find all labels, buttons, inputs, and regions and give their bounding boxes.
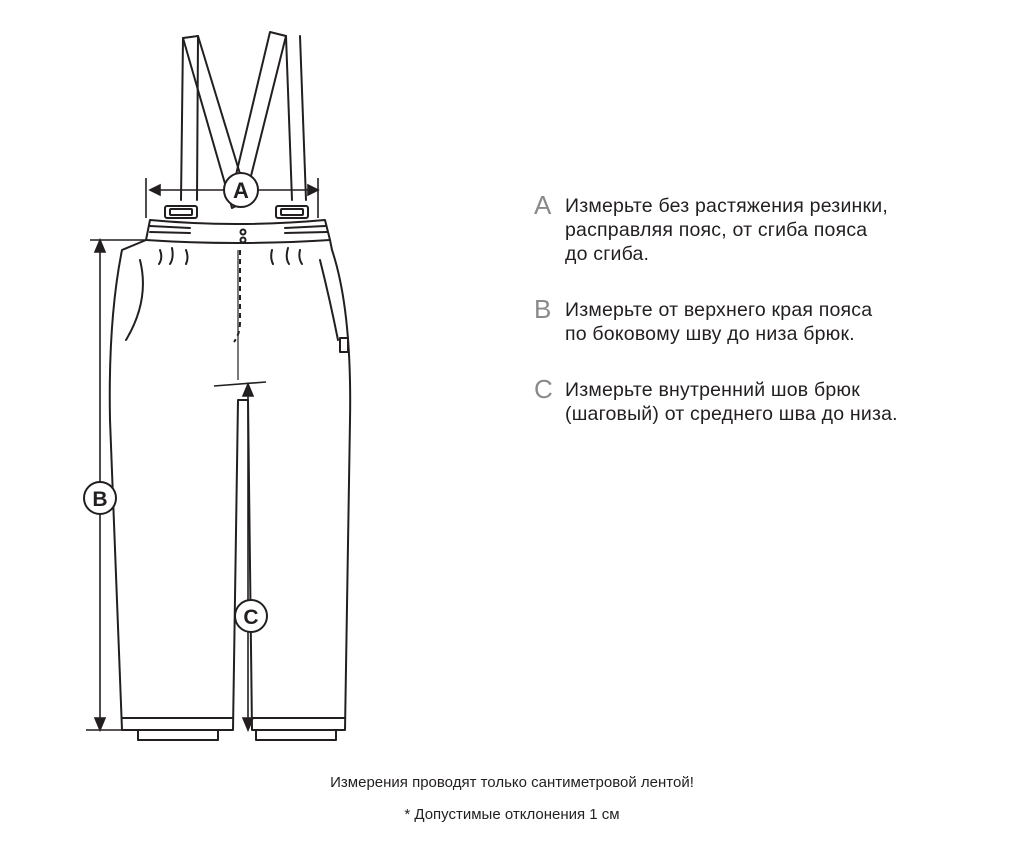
svg-text:C: C xyxy=(243,606,258,629)
instruction-c-line: Измерьте внутренний шов брюк xyxy=(565,379,860,401)
marker-b: B xyxy=(83,481,117,515)
instruction-a-letter: A xyxy=(534,190,552,220)
svg-text:A: A xyxy=(233,178,249,203)
waistband xyxy=(145,219,331,244)
marker-c: C xyxy=(234,599,268,633)
instruction-a-line: до сгиба. xyxy=(565,243,650,265)
left-buckle xyxy=(164,205,198,219)
measuring-tape-note: Измерения проводят только сантиметровой … xyxy=(330,774,694,791)
instruction-a-line: расправляя пояс, от сгиба пояса xyxy=(565,219,868,241)
instruction-b: B Измерьте от верхнего края пояса по бок… xyxy=(534,294,1004,346)
right-buckle xyxy=(275,205,309,219)
instruction-b-letter: B xyxy=(534,294,552,324)
instruction-c-letter: C xyxy=(534,374,553,404)
waist-button xyxy=(239,228,247,236)
svg-text:B: B xyxy=(92,488,107,511)
instruction-c-line: (шаговый) от среднего шва до низа. xyxy=(565,403,898,425)
instruction-b-line: Измерьте от верхнего края пояса xyxy=(565,299,873,321)
marker-a: A xyxy=(223,172,259,208)
measure-c-arrow xyxy=(213,381,267,733)
instruction-a-line: Измерьте без растяжения резинки, xyxy=(565,195,888,217)
pants-outline xyxy=(108,239,352,731)
tolerance-note: * Допустимые отклонения 1 см xyxy=(404,806,620,823)
instruction-c: C Измерьте внутренний шов брюк (шаговый)… xyxy=(534,374,1004,426)
instruction-b-line: по боковому шву до низа брюк. xyxy=(565,323,855,345)
instruction-a: A Измерьте без растяжения резинки, распр… xyxy=(534,190,1004,266)
